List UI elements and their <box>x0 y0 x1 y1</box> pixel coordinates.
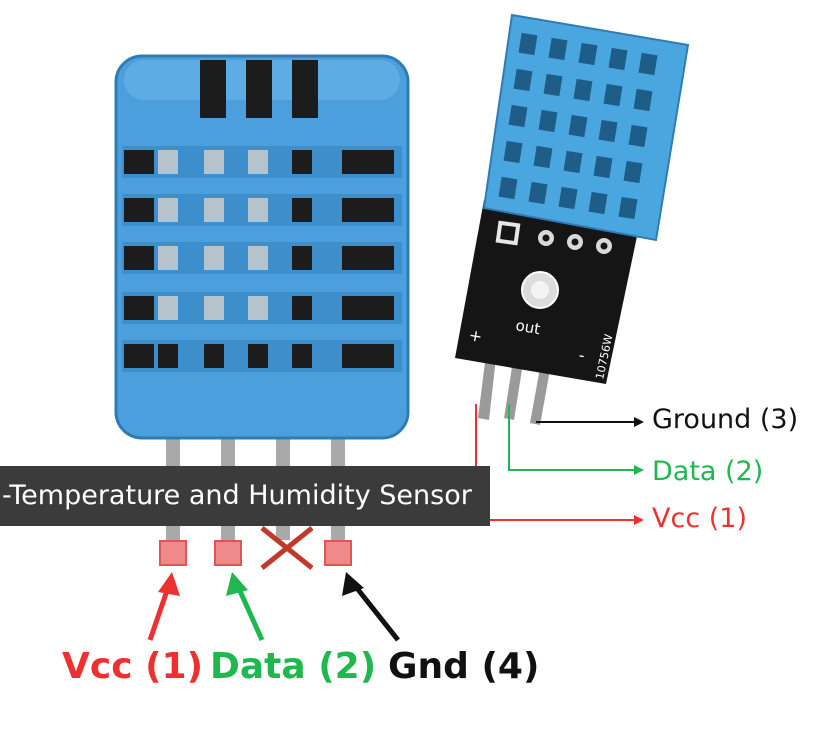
grille-slot <box>158 296 178 320</box>
grille-slot <box>124 246 154 270</box>
caption-bar: -Temperature and Humidity Sensor <box>0 466 490 526</box>
grille-slot <box>158 150 178 174</box>
grille-slot <box>158 344 178 368</box>
sensor-vcc-arrow <box>147 572 180 641</box>
module-ground-label: Ground (3) <box>652 404 799 435</box>
module-grille-slot <box>528 181 548 205</box>
module-data-label: Data (2) <box>652 456 764 487</box>
module-grille-slot <box>588 191 608 215</box>
grille-slot <box>292 198 312 222</box>
grille-slot <box>204 150 224 174</box>
module-grille-slot <box>623 160 643 184</box>
grille-slot <box>204 344 224 368</box>
sensor-gnd-arrow <box>342 572 400 642</box>
grille-slot <box>342 246 394 270</box>
dht11-module: + out - 10756W <box>455 13 690 425</box>
grille-slot <box>124 150 154 174</box>
module-grille-slot <box>628 124 648 148</box>
module-grille-slot <box>568 114 588 138</box>
grille-slot <box>248 246 268 270</box>
grille-slot <box>158 246 178 270</box>
grille-slot <box>248 344 268 368</box>
module-grille-slot <box>533 145 553 169</box>
grille-slot <box>248 150 268 174</box>
grille-slot <box>292 150 312 174</box>
grille-slot <box>158 198 178 222</box>
module-header <box>495 220 612 254</box>
module-grille-slot <box>608 47 628 71</box>
module-grille-slot <box>513 68 533 92</box>
grille-slot <box>292 296 312 320</box>
module-grille-slot <box>638 52 658 76</box>
module-vcc-label: Vcc (1) <box>652 503 747 534</box>
grille-slot <box>124 296 154 320</box>
module-grille-slot <box>548 37 568 61</box>
board-minus-label: - <box>577 345 586 365</box>
module-grille-slot <box>573 78 593 102</box>
grille-slot <box>342 150 394 174</box>
module-grille-slot <box>543 73 563 97</box>
sensor-data-label: Data (2) <box>210 646 377 687</box>
module-data-connector <box>508 404 644 475</box>
module-grille-slot <box>518 32 538 56</box>
module-grille-slot <box>538 109 558 133</box>
grille-slot <box>248 296 268 320</box>
module-grille-slot <box>593 155 613 179</box>
grille-slot <box>124 344 154 368</box>
sensor-gnd-label: Gnd (4) <box>388 646 540 687</box>
module-grille-slot <box>498 176 518 200</box>
module-grille-slot <box>558 186 578 210</box>
sensor-vcc-label: Vcc (1) <box>62 646 204 687</box>
module-grille-slot <box>633 88 653 112</box>
grille-slot <box>292 246 312 270</box>
board-plus-label: + <box>467 325 484 346</box>
grille-slot <box>204 198 224 222</box>
grille-slot <box>342 198 394 222</box>
grille-slot <box>204 296 224 320</box>
grille-slot <box>342 296 394 320</box>
sensor-pin-pads <box>159 540 352 566</box>
grille-slot <box>124 198 154 222</box>
module-grille-slot <box>578 42 598 66</box>
module-grille-slot <box>508 104 528 128</box>
module-grille-slot <box>603 83 623 107</box>
dht11-sensor <box>114 54 410 570</box>
grille-slot <box>204 246 224 270</box>
module-grille-slot <box>563 150 583 174</box>
module-grille-slot <box>598 119 618 143</box>
nc-pin-cross-icon <box>260 526 314 570</box>
module-grille-slot <box>618 196 638 220</box>
module-grille <box>498 32 658 220</box>
grille-slot <box>342 344 394 368</box>
sensor-grille <box>122 146 402 372</box>
module-grille-slot <box>503 140 523 164</box>
grille-slot <box>248 198 268 222</box>
board-out-label: out <box>514 316 541 338</box>
grille-slot <box>292 344 312 368</box>
sensor-data-arrow <box>226 572 265 642</box>
